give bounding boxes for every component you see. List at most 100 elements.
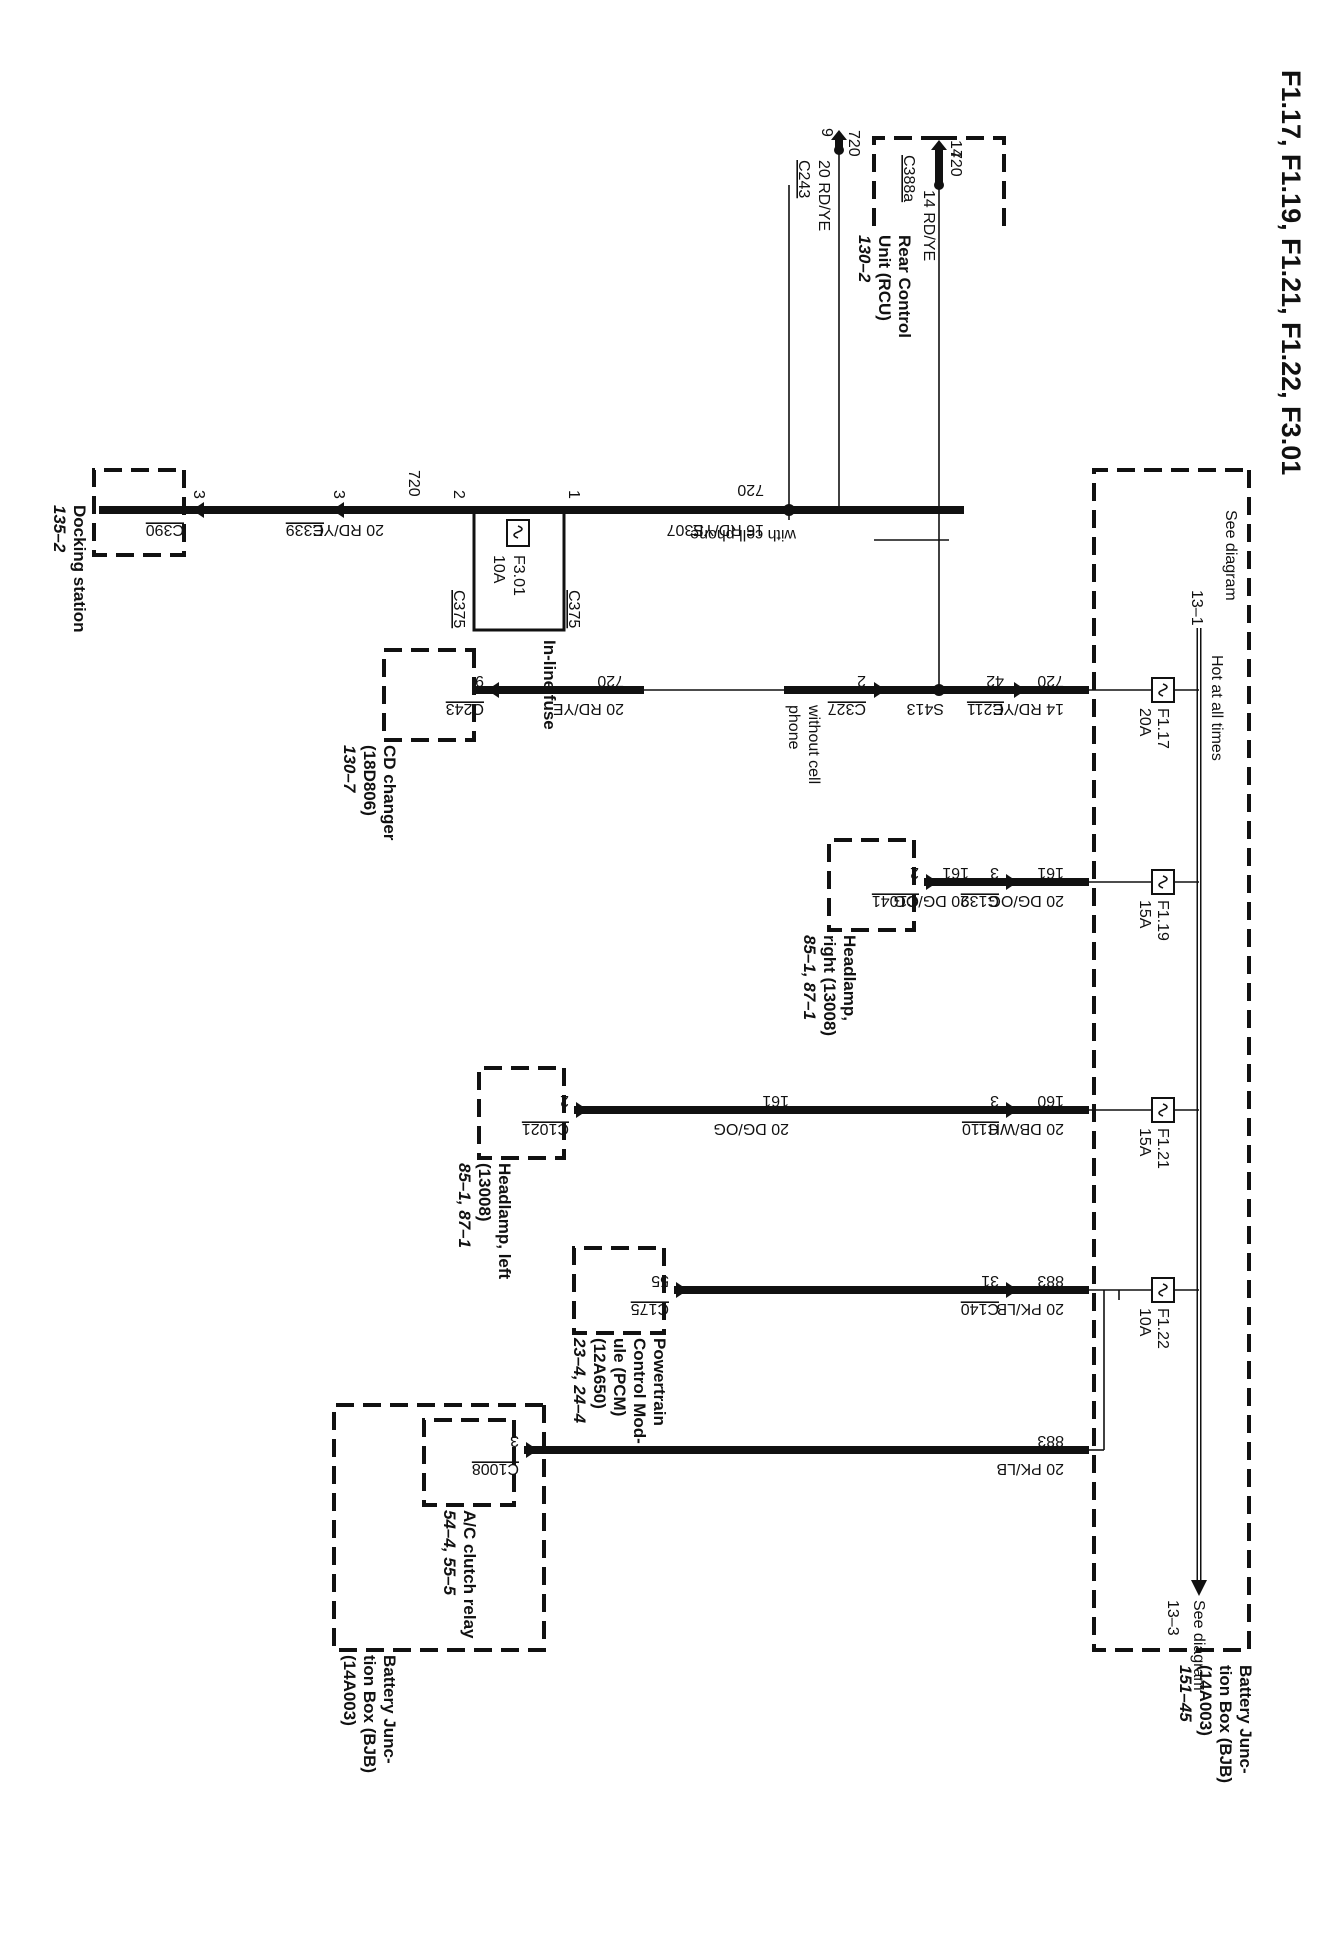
hl-name-1: Headlamp, left: [495, 1163, 514, 1280]
ac-name: A/C clutch relay: [460, 1510, 479, 1639]
bjb-name-3: (14A003): [1196, 1665, 1215, 1736]
cd-bottom-pin: 9: [475, 672, 484, 689]
c211-connector-icon: [1014, 682, 1026, 698]
c388a-label: C388a: [900, 155, 917, 202]
cd-bottom-conn: C243: [446, 700, 484, 717]
cd-top-pin: 9: [818, 128, 835, 137]
with-cell-label: with cell phone: [690, 526, 797, 543]
rcu-box-top: [939, 136, 1006, 230]
c339-label: C339: [286, 521, 324, 538]
fuse-f117-amp: 20A: [1136, 708, 1153, 737]
fuse-f301-glyph: [513, 525, 523, 539]
cd-bottom-box: [382, 648, 476, 742]
inline-conn-out: C375: [450, 590, 467, 628]
c1008-label: C1008: [472, 1460, 519, 1477]
pcm-name-1: Powertrain: [650, 1338, 669, 1426]
rcu-wire: 14 RD/YE: [920, 190, 937, 261]
hr-circuit-b: 161: [942, 864, 969, 881]
bjb-name-1: Battery Junc-: [1236, 1665, 1255, 1774]
inline-wire: 16 RD/YE: [693, 521, 764, 538]
pcm-circuit: 883: [1037, 1272, 1064, 1289]
c139-pin: 3: [990, 864, 999, 881]
without-cell-2: phone: [785, 705, 802, 750]
hl-ref: 85–1, 87–1: [455, 1163, 474, 1248]
s307-label: S307: [667, 521, 704, 538]
ac-bjb-box: [332, 1403, 546, 1652]
cd-top-connector-icon: [831, 130, 847, 140]
cd-top-conn: C243: [795, 160, 812, 198]
hr-wire-a: 20 DG/OG: [988, 892, 1064, 909]
see-diagram-right: See diagram: [1190, 1600, 1207, 1691]
c1008-pin: 3: [510, 1432, 519, 1449]
see-diagram-left: See diagram: [1222, 510, 1239, 601]
f301-name: F3.01: [510, 555, 527, 596]
hot-label: Hot at all times: [1208, 655, 1225, 761]
inline-circuit: 720: [737, 481, 764, 498]
fuse-f122-amp: 10A: [1136, 1308, 1153, 1337]
hl-circuit-b: 161: [762, 1092, 789, 1109]
c388a-connector-icon: [931, 140, 947, 150]
c327-connector-icon: [874, 682, 886, 698]
cd-bottom-ref: 130–7: [340, 745, 359, 794]
fuse-f122-name: F1.22: [1154, 1308, 1171, 1349]
docking-station-box: [92, 468, 186, 557]
rcu-ref: 130–2: [855, 235, 874, 283]
f117-wire: 14 RD/YE: [993, 700, 1064, 717]
c175-label: C175: [631, 1300, 669, 1317]
pcm-name-3: ule (PCM): [610, 1338, 629, 1416]
rcu-circuit: 720: [947, 150, 964, 177]
c110-label: C110: [962, 1120, 999, 1137]
ac-bjb-3: (14A003): [340, 1655, 359, 1726]
c1041-label: C1041: [872, 892, 919, 909]
fuse-f119-amp: 15A: [1136, 900, 1153, 929]
inline-pin-in: 1: [565, 490, 582, 499]
fuse-f122-glyph: [1158, 1283, 1168, 1297]
cd-top-circuit: 720: [845, 130, 862, 157]
ac-bjb-1: Battery Junc-: [380, 1655, 399, 1764]
docking-label: Docking station: [70, 505, 89, 633]
fuse-f117-name: F1.17: [1154, 708, 1171, 749]
s413-label: S413: [907, 700, 944, 717]
cd-bottom-name-1: CD changer: [380, 745, 399, 841]
headlamp-left-box: [477, 1066, 566, 1160]
c390-label: C390: [146, 521, 184, 538]
rcu-box-bottom: [872, 136, 939, 230]
see-diagram-left-ref: 13–1: [1188, 590, 1205, 626]
diagram-title: F1.17, F1.19, F1.21, F1.22, F3.01: [1276, 70, 1306, 475]
c139-label: C139: [961, 892, 999, 909]
f117-circuit: 720: [1037, 672, 1064, 689]
hr-name-2: right (13008): [820, 935, 839, 1036]
without-cell-1: without cell: [805, 704, 822, 784]
c140-label: C140: [961, 1300, 999, 1317]
pcm-ref: 23–4, 24–4: [570, 1337, 589, 1424]
c211-label: C211: [967, 700, 1004, 717]
ac-relay-box: [422, 1418, 516, 1507]
c390-pin: 3: [190, 490, 207, 499]
hl-circuit-a: 160: [1037, 1092, 1064, 1109]
rcu-pin: 14: [947, 140, 964, 158]
bjb-name-2: tion Box (BJB): [1216, 1665, 1235, 1783]
inline-wire2: 20 RD/YE: [313, 521, 384, 538]
hl-name-2: (13008): [475, 1163, 494, 1222]
bjb-enclosure: [1092, 468, 1251, 1652]
hl-wire-a: 20 DB/WH: [988, 1120, 1064, 1137]
hr-ref: 85–1, 87–1: [800, 935, 819, 1020]
ac-circuit: 883: [1037, 1432, 1064, 1449]
c110-pin: 3: [990, 1092, 999, 1109]
c390-connector-icon: [192, 502, 204, 518]
fuse-f301-icon: [506, 519, 530, 547]
c1041-connector-icon: [926, 874, 938, 890]
c339-connector-icon: [332, 502, 344, 518]
pcm-box: [572, 1246, 666, 1335]
bus-arrow-right: [1191, 1580, 1207, 1596]
f301-amp: 10A: [490, 555, 507, 584]
s307-splice: [783, 504, 795, 516]
hl-wire-b: 20 DG/OG: [713, 1120, 789, 1137]
c1021-label: C1021: [522, 1120, 569, 1137]
inline-pin-out: 2: [450, 490, 467, 499]
ac-bjb-2: tion Box (BJB): [360, 1655, 379, 1773]
fuse-f119-glyph: [1158, 875, 1168, 889]
